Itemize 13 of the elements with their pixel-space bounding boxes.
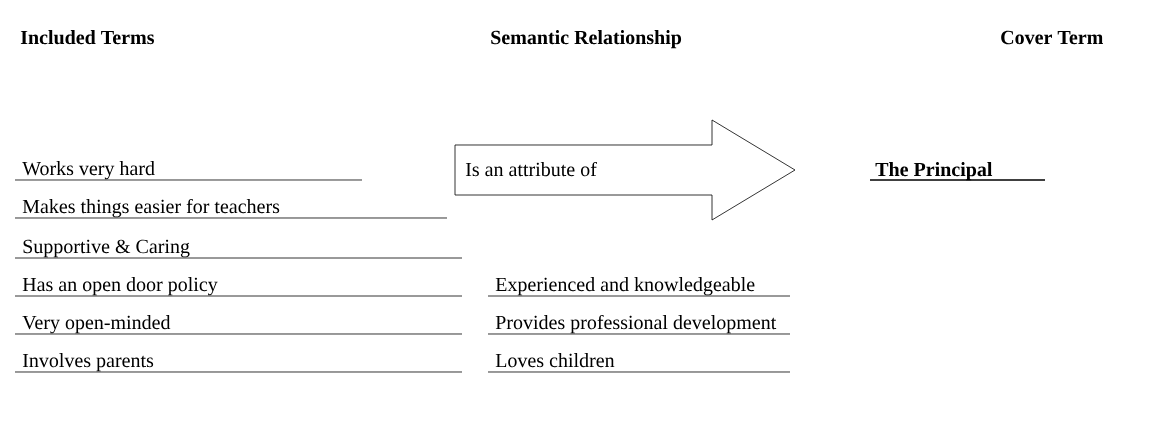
term-text: Works very hard [22, 161, 155, 180]
term-text: Very open-minded [22, 315, 171, 334]
term-text: Makes things easier for teachers [22, 198, 280, 218]
term-text: Experienced and knowledgeable [495, 277, 755, 296]
term-text: The Principal [875, 162, 993, 181]
term-text: Has an open door policy [22, 277, 218, 296]
heading: Cover Term [1001, 30, 1103, 45]
heading: Included Terms [20, 30, 154, 45]
term-text: Supportive & Caring [23, 239, 190, 258]
term-text: Provides professional development [495, 314, 777, 334]
term-text: Involves parents [22, 353, 154, 372]
term-text: Loves children [495, 353, 615, 368]
heading: Semantic Relationship [491, 30, 682, 49]
